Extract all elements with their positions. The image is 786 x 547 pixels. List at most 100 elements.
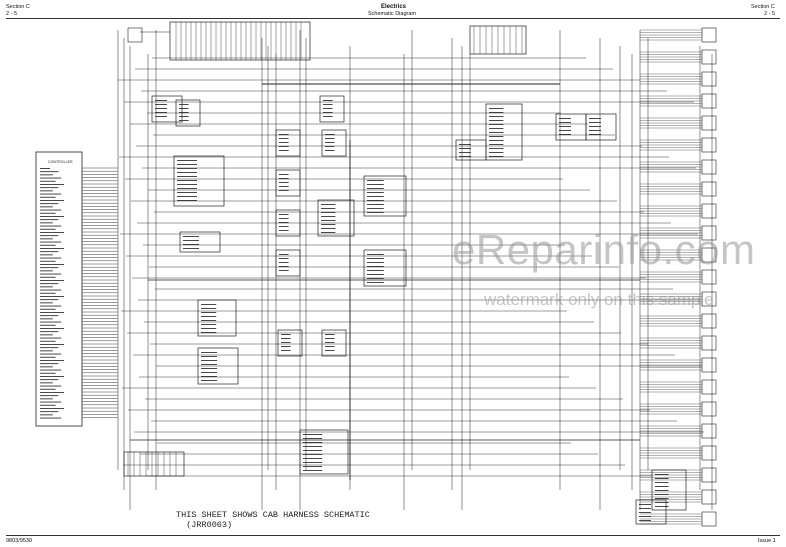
pin-label (40, 356, 56, 358)
component-box (701, 115, 717, 131)
pin-label (325, 334, 335, 335)
pin-label (201, 364, 217, 365)
pin-label (589, 118, 601, 119)
pin-label (40, 388, 56, 390)
pin-label (367, 270, 384, 271)
pin-label (40, 401, 62, 403)
pin-label (40, 369, 62, 371)
component-box (701, 93, 717, 109)
pin-label (201, 324, 217, 325)
header-rule (6, 18, 780, 19)
component-box (701, 137, 717, 153)
component-box (173, 155, 225, 207)
pin-label (367, 188, 384, 189)
pin-label (279, 142, 289, 143)
pin-label (655, 474, 669, 475)
pin-label (279, 138, 289, 139)
pin-label (40, 411, 59, 413)
watermark-line2: watermark only on this sample (484, 290, 714, 309)
pin-label (40, 280, 64, 281)
component-box (701, 401, 717, 417)
pin-label (40, 209, 62, 211)
component-box (197, 347, 239, 385)
pin-label (325, 342, 335, 343)
pin-label (179, 116, 189, 117)
component-box (701, 181, 717, 197)
pin-label (655, 486, 669, 487)
component-box (179, 231, 221, 253)
pin-label (40, 340, 56, 342)
pin-label (489, 116, 504, 117)
pin-label (40, 350, 53, 352)
pin-label (489, 108, 504, 109)
pin-label (40, 337, 62, 339)
pin-label (40, 379, 59, 381)
section-right: Section C (751, 4, 775, 10)
page-number-right: 2 - 5 (764, 11, 776, 17)
component-box (275, 129, 301, 157)
pin-label (179, 112, 189, 113)
pin-label (279, 174, 289, 175)
pin-label (279, 254, 289, 255)
pin-label (40, 398, 53, 400)
pin-label (40, 283, 59, 285)
pin-label (40, 264, 64, 265)
pin-label (639, 504, 651, 505)
pin-label (40, 203, 59, 205)
pin-label (40, 382, 53, 384)
pin-label (177, 180, 197, 181)
pin-label (489, 132, 504, 133)
component-box (321, 129, 347, 157)
pin-label (489, 128, 504, 129)
pin-label (40, 324, 56, 326)
component-box (127, 27, 143, 43)
component-box (701, 203, 717, 219)
pin-label (459, 152, 471, 153)
pin-label (489, 136, 504, 137)
pin-label (367, 208, 384, 209)
pin-label (559, 126, 571, 127)
pin-label (323, 108, 333, 109)
pin-label (303, 434, 323, 435)
pin-label (40, 190, 53, 192)
pin-label (279, 214, 289, 215)
pin-label (281, 338, 291, 339)
component-box (321, 329, 347, 357)
pin-label (201, 308, 217, 309)
pin-label (201, 304, 217, 305)
pin-label (459, 156, 471, 157)
pin-label (639, 516, 651, 517)
pin-label (40, 193, 62, 195)
pin-label (639, 520, 651, 521)
pin-label (40, 168, 50, 169)
component-box (701, 445, 717, 461)
issue-label: Issue 1 (758, 538, 776, 544)
pin-label (40, 372, 56, 374)
pin-label (559, 122, 571, 123)
component-box (701, 357, 717, 373)
component-box (701, 269, 717, 285)
pin-label (40, 321, 62, 323)
pin-label (321, 220, 336, 221)
component-box (635, 499, 667, 525)
pin-label (201, 320, 217, 321)
footer-rule (6, 535, 780, 536)
pin-label (177, 196, 197, 197)
component-box (585, 113, 617, 141)
component-box (175, 99, 201, 127)
doc-code: 9803/9530 (6, 538, 32, 544)
pin-label (177, 200, 197, 201)
component-box (151, 95, 183, 123)
pin-label (40, 302, 53, 304)
pin-label (489, 144, 504, 145)
pin-label (40, 228, 56, 230)
pin-label (40, 360, 64, 361)
pin-label (201, 376, 217, 377)
pin-label (40, 174, 53, 176)
pin-label (183, 240, 199, 241)
pin-label (303, 462, 323, 463)
pin-label (281, 342, 291, 343)
component-box (275, 169, 301, 197)
pin-label (40, 270, 53, 272)
component-box (701, 313, 717, 329)
